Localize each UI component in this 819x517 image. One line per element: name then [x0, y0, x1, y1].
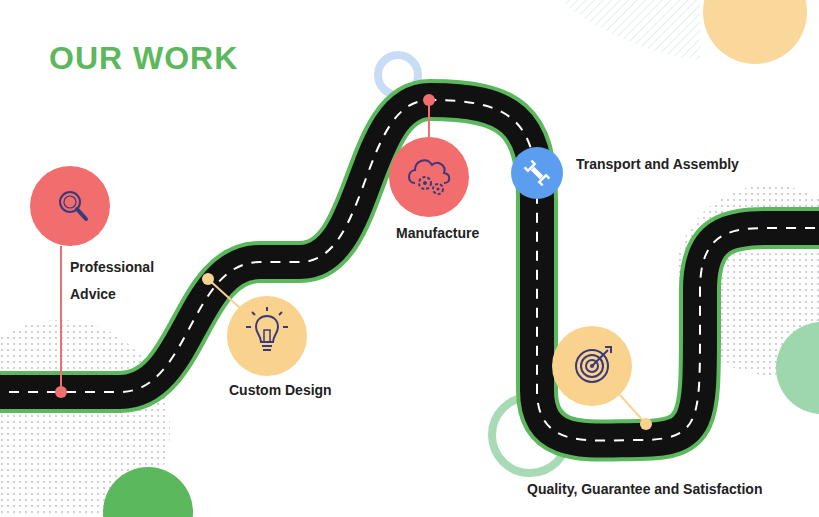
- step-circle: [30, 166, 110, 246]
- step-label: Manufacture: [396, 220, 479, 247]
- step-label: Professional Advice: [70, 254, 170, 308]
- leader-line: [55, 94, 652, 430]
- step-label: Custom Design: [229, 377, 332, 404]
- design-step: Custom Design: [227, 296, 307, 376]
- step-circle: [389, 137, 469, 217]
- transport-step: Transport and Assembly: [511, 147, 563, 199]
- step-circle: [552, 326, 632, 406]
- step-circle: [227, 296, 307, 376]
- deco-circle: [703, 0, 807, 64]
- step-label: Transport and Assembly: [576, 151, 739, 178]
- hatch-texture: [560, 0, 700, 60]
- deco-circle: [103, 467, 193, 517]
- manufacture-step: Manufacture: [389, 137, 469, 217]
- deco-circle: [776, 322, 819, 414]
- page-title: OUR WORK: [49, 40, 238, 77]
- step-circle: [511, 147, 563, 199]
- road: [0, 100, 819, 441]
- step-label: Quality, Guarantee and Satisfaction: [527, 476, 762, 503]
- quality-step: Quality, Guarantee and Satisfaction: [552, 326, 632, 406]
- advice-step: Professional Advice: [30, 166, 110, 246]
